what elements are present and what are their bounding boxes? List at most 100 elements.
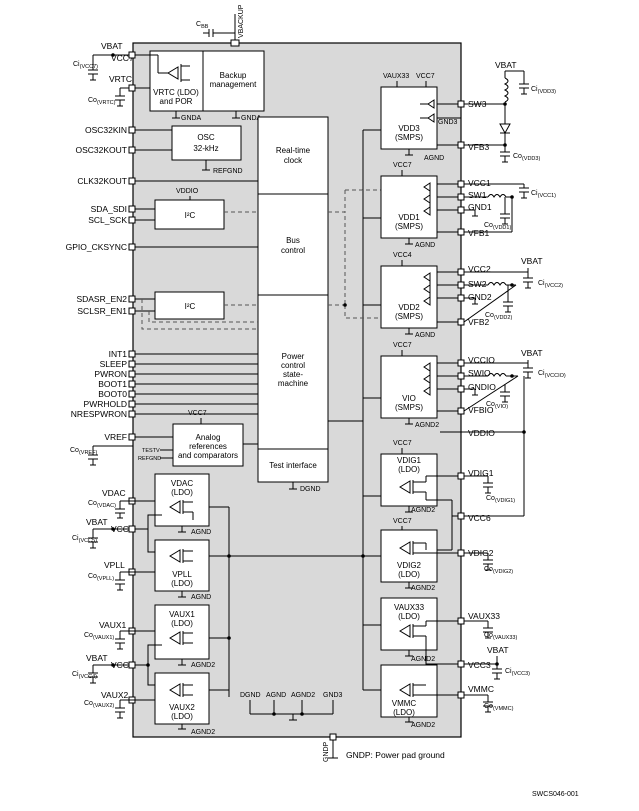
block-vpll-ldo xyxy=(154,539,210,592)
rtc-line2: clock xyxy=(284,156,303,165)
vaux33-line2: (LDO) xyxy=(398,612,420,621)
pin-sda-sdi: SDA_SDI xyxy=(91,204,127,214)
label-testv: TESTV xyxy=(142,448,160,454)
bus-line1: Bus xyxy=(286,236,300,245)
pin-gndio: GNDIO xyxy=(468,382,496,392)
block-test-interface xyxy=(257,448,329,483)
test-if-label: Test interface xyxy=(269,461,317,470)
vio-vcc7: VCC7 xyxy=(393,342,412,349)
pin-vfb3: VFB3 xyxy=(468,142,490,152)
vdig1-line1: VDIG1 xyxy=(397,456,422,465)
refgnd-osc: REFGND xyxy=(213,168,243,175)
block-vaux33-ldo xyxy=(380,597,438,651)
label-co-vdig1: Co(VDIG1) xyxy=(486,495,515,504)
pin-vdac: VDAC xyxy=(102,488,126,498)
label-ci-vdd3: Ci(VDD3) xyxy=(531,86,556,95)
vdig1-line2: (LDO) xyxy=(398,465,420,474)
vdig2-vcc7: VCC7 xyxy=(393,518,412,525)
osc-line1: OSC xyxy=(197,133,215,142)
label-co-vdig2: Co(VDIG2) xyxy=(484,566,513,575)
block-power-control xyxy=(257,294,329,450)
rtc-line1: Real-time xyxy=(276,146,311,155)
pin-vref: VREF xyxy=(104,432,127,442)
pin-boot0: BOOT0 xyxy=(98,389,127,399)
i2c-label: I²C xyxy=(185,211,196,220)
vaux1-line2: (LDO) xyxy=(171,619,193,628)
gndp-note: GNDP: Power pad ground xyxy=(346,750,445,760)
vmmc-agnd2: AGND2 xyxy=(411,722,435,729)
pin-gnd1: GND1 xyxy=(468,202,492,212)
label-co-vdd3: Co(VDD3) xyxy=(513,153,540,162)
vdig1-agnd2: AGND2 xyxy=(411,507,435,514)
vpll-line1: VPLL xyxy=(172,570,192,579)
block-analog-references xyxy=(172,423,244,467)
bot-agnd2: AGND2 xyxy=(291,692,315,699)
pin-clk32kout: CLK32KOUT xyxy=(77,176,127,186)
pin-vbat-vcc5: VBAT xyxy=(86,517,108,527)
block-i2c-control xyxy=(154,199,225,230)
agnd2-vaux2: AGND2 xyxy=(191,729,215,736)
pin-gpio-cksync: GPIO_CKSYNC xyxy=(66,242,127,252)
vdd1-line2: (SMPS) xyxy=(395,222,423,231)
analog-line3: and comparators xyxy=(178,451,238,460)
vdig2-line1: VDIG2 xyxy=(397,561,422,570)
pin-vddio-r: VDDIO xyxy=(468,428,495,438)
pin-sdasr-en2: SDASR_EN2 xyxy=(76,294,127,304)
vdd3-line2: (SMPS) xyxy=(395,133,423,142)
vdd1-agnd: AGND xyxy=(415,242,435,249)
pin-vcc5: VCC5 xyxy=(111,524,134,534)
label-co-vrtc: Co(VRTC) xyxy=(88,97,116,106)
pin-gnd2: GND2 xyxy=(468,292,492,302)
vaux2-line2: (LDO) xyxy=(171,712,193,721)
vdd3-vcc7: VCC7 xyxy=(416,73,435,80)
bot-agnd: AGND xyxy=(266,692,286,699)
vaux33-line1: VAUX33 xyxy=(394,603,425,612)
vrtc-line2: and POR xyxy=(160,97,193,106)
vdd3-vaux33: VAUX33 xyxy=(383,73,409,80)
label-ci-vccio: Ci(VCCIO) xyxy=(538,370,566,379)
label-refgnd-analog: REFGND xyxy=(138,456,161,462)
bot-gnd3: GND3 xyxy=(323,692,343,699)
label-ci-vcc4: Ci(VCC4) xyxy=(72,671,97,680)
label-co-vref: Co(VREF) xyxy=(70,447,97,456)
pin-osc32kin: OSC32KIN xyxy=(85,125,127,135)
pin-vcc7: VCC7 xyxy=(111,53,134,63)
label-ci-vcc3: Ci(VCC3) xyxy=(505,668,530,677)
label-co-vdd2: Co(VDD2) xyxy=(485,312,512,321)
block-osc-32khz xyxy=(171,125,242,161)
pin-nrespwron: NRESPWRON xyxy=(71,409,127,419)
pin-vdig1: VDIG1 xyxy=(468,468,494,478)
vio-agnd2: AGND2 xyxy=(415,422,439,429)
vdd2-agnd: AGND xyxy=(415,332,435,339)
label-co-vaux1: Co(VAUX1) xyxy=(84,632,114,641)
osc-line2: 32-kHz xyxy=(193,144,218,153)
vdd2-vcc4: VCC4 xyxy=(393,252,412,259)
vdac-line2: (LDO) xyxy=(171,488,193,497)
pin-pwron: PWRON xyxy=(94,369,127,379)
label-ci-vcc7: Ci(VCC7) xyxy=(73,61,98,70)
pin-vbat-vdd3: VBAT xyxy=(495,60,517,70)
pin-vcc4: VCC4 xyxy=(111,660,134,670)
vdd2-line1: VDD2 xyxy=(398,303,420,312)
agnd2-vaux1: AGND2 xyxy=(191,662,215,669)
i2c-b-label: I²C xyxy=(185,302,196,311)
vaux2-line1: VAUX2 xyxy=(169,703,195,712)
label-co-vdd1: Co(VDD1) xyxy=(484,222,511,231)
pin-vbat-vcc3: VBAT xyxy=(487,645,509,655)
vio-line2: (SMPS) xyxy=(395,403,423,412)
dgnd-test: DGND xyxy=(300,486,321,493)
pin-vbat-vcc4: VBAT xyxy=(86,653,108,663)
label-co-vmmc: Co(VMMC) xyxy=(484,703,514,712)
pin-vccio: VCCIO xyxy=(468,355,495,365)
vmmc-line2: (LDO) xyxy=(393,708,415,717)
vddio-i2c: VDDIO xyxy=(176,188,199,195)
backup-line1: Backup xyxy=(220,71,247,80)
bot-dgnd: DGND xyxy=(240,692,261,699)
vpll-line2: (LDO) xyxy=(171,579,193,588)
label-co-vpll: Co(VPLL) xyxy=(88,573,114,582)
label-co-vaux2: Co(VAUX2) xyxy=(84,700,114,709)
pin-boot1: BOOT1 xyxy=(98,379,127,389)
pin-sleep: SLEEP xyxy=(100,359,128,369)
pwr-line3: state- xyxy=(283,370,303,379)
